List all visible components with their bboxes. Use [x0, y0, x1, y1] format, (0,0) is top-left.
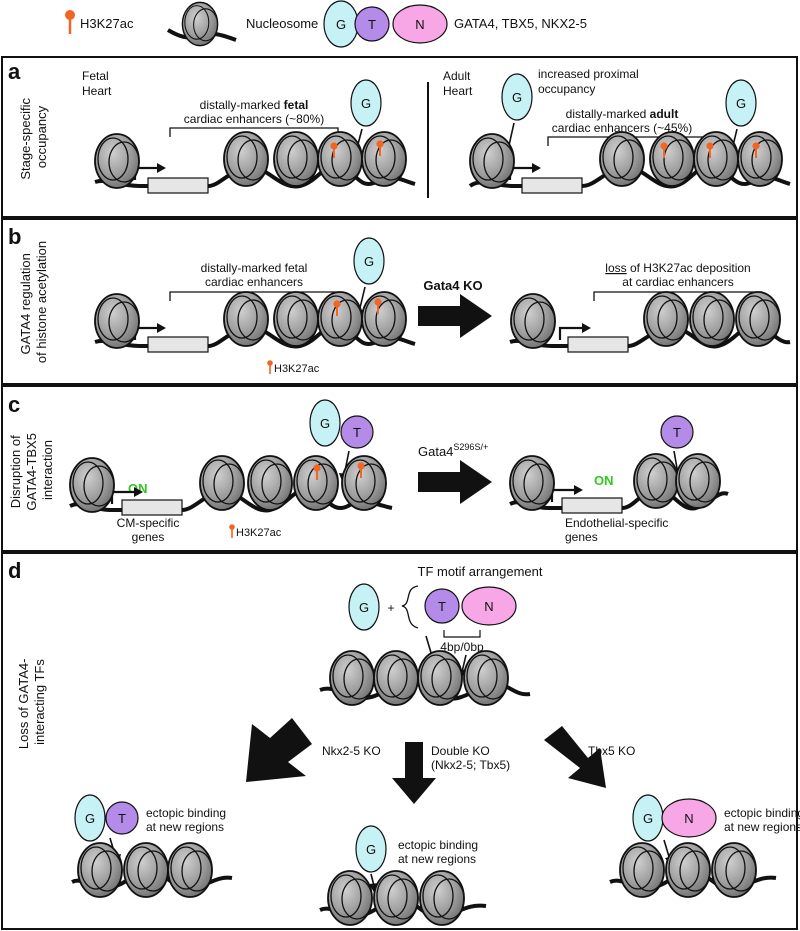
- motif-tbx5: T: [424, 588, 460, 624]
- legend-h3k27ac-label: H3K27ac: [80, 16, 134, 31]
- double-ko-label: Double KO(Nkx2-5; Tbx5): [431, 744, 510, 772]
- tbx5-ko-label: Tbx5 KO: [588, 744, 635, 758]
- tbx5-ko-arrow: Tbx5 KO: [544, 726, 635, 788]
- motif-gata4: G: [348, 583, 380, 631]
- fetal-bracket-label-line1: distally-marked fetal: [200, 98, 309, 112]
- panel-d-side-label: Loss of GATA4- interacting TFs: [16, 655, 47, 749]
- b-chromatin-left: [94, 291, 416, 353]
- svg-text:Gata4 KO: Gata4 KO: [423, 278, 482, 293]
- nkx25-ko-arrow: Nkx2-5 KO: [246, 718, 381, 782]
- fetal-chromatin: [94, 131, 416, 194]
- motif-spacing-bracket: [443, 630, 481, 638]
- svg-text:T: T: [353, 425, 361, 440]
- svg-text:G: G: [736, 96, 746, 111]
- motif-nkx25: N: [461, 586, 517, 626]
- svg-text:T: T: [368, 17, 376, 32]
- panel-a-letter: a: [8, 59, 21, 84]
- b-h3k27ac-key: H3K27ac: [267, 360, 320, 375]
- legend: H3K27ac Nucleosome G T N GATA4, TBX5, NK…: [65, 0, 587, 48]
- gata4-s296s-arrow: Gata4S296S/+: [418, 442, 492, 504]
- double-ko-arrow: Double KO(Nkx2-5; Tbx5): [392, 742, 510, 804]
- b-bracket-label-line1: distally-marked fetal: [201, 261, 308, 275]
- fetal-bracket-label-line2: cardiac enhancers (~80%): [184, 112, 324, 126]
- motif-curly-brace: [401, 585, 419, 629]
- h3k27ac-mark-icon: [65, 10, 75, 34]
- adult-distal-gata4-tf: G: [725, 79, 757, 162]
- c-chromatin-left: [69, 455, 393, 516]
- b-chromatin-right: [509, 291, 791, 353]
- c-arrow-label: Gata4S296S/+: [418, 442, 488, 459]
- svg-text:G: G: [361, 96, 371, 111]
- svg-text:G: G: [359, 600, 369, 615]
- panel-c-letter: c: [8, 392, 20, 417]
- b-result-label-line1: loss of H3K27ac deposition: [605, 261, 750, 275]
- d-chromatin-top: [319, 650, 531, 706]
- adult-bracket-label-line1: distally-marked adult: [566, 107, 679, 121]
- panel-d-letter: d: [8, 558, 21, 583]
- svg-text:G: G: [512, 90, 522, 105]
- nkx25-tf-icon: N: [392, 4, 448, 44]
- panel-c-side-label: Disruption of GATA4-TBX5 interaction: [8, 429, 55, 510]
- svg-text:N: N: [684, 811, 693, 826]
- gata4-ko-arrow: Gata4 KO: [418, 278, 492, 338]
- svg-text:N: N: [415, 17, 424, 32]
- svg-text:G: G: [336, 17, 346, 32]
- legend-tf-names: GATA4, TBX5, NKX2-5: [454, 16, 587, 31]
- svg-text:G: G: [364, 254, 374, 269]
- svg-text:N: N: [484, 599, 493, 614]
- nkx25-ko-label: Nkx2-5 KO: [322, 744, 381, 758]
- gata4-tf-icon: G: [323, 0, 359, 48]
- panel-a-side-label: Stage-specific occupancy: [18, 94, 49, 179]
- b-result-label-line2: at cardiac enhancers: [622, 275, 733, 289]
- panel-d: d Loss of GATA4- interacting TFs TF moti…: [1, 552, 800, 930]
- panel-b-side-label: GATA4 regulation of histone acetylation: [18, 241, 49, 363]
- svg-text:H3K27ac: H3K27ac: [274, 363, 320, 375]
- panel-c: c Disruption of GATA4-TBX5 interaction G…: [1, 385, 798, 552]
- panel-b-letter: b: [8, 224, 21, 249]
- svg-text:G: G: [643, 811, 653, 826]
- c-chromatin-right: [509, 453, 729, 514]
- svg-text:G: G: [366, 842, 376, 857]
- motif-spacing: 4bp/0bp: [440, 640, 484, 654]
- svg-text:G: G: [85, 811, 95, 826]
- adult-bracket-label-line2: cardiac enhancers (~45%): [552, 121, 692, 135]
- svg-text:T: T: [118, 811, 126, 826]
- svg-text:T: T: [438, 599, 446, 614]
- nucleosome-icon: [166, 1, 237, 47]
- svg-text:T: T: [673, 425, 681, 440]
- tbx5-tf-icon: T: [354, 6, 390, 42]
- panel-b: b GATA4 regulation of histone acetylatio…: [1, 218, 798, 385]
- c-on-right: ON: [594, 473, 614, 488]
- svg-text:G: G: [320, 416, 330, 431]
- motif-plus: +: [387, 601, 394, 615]
- b-bracket-label-line2: cardiac enhancers: [205, 275, 303, 289]
- legend-nucleosome-label: Nucleosome: [246, 16, 318, 31]
- svg-text:H3K27ac: H3K27ac: [236, 527, 282, 539]
- motif-arrangement-title: TF motif arrangement: [418, 564, 543, 579]
- c-h3k27ac-key: H3K27ac: [229, 524, 282, 539]
- adult-chromatin: [468, 131, 791, 194]
